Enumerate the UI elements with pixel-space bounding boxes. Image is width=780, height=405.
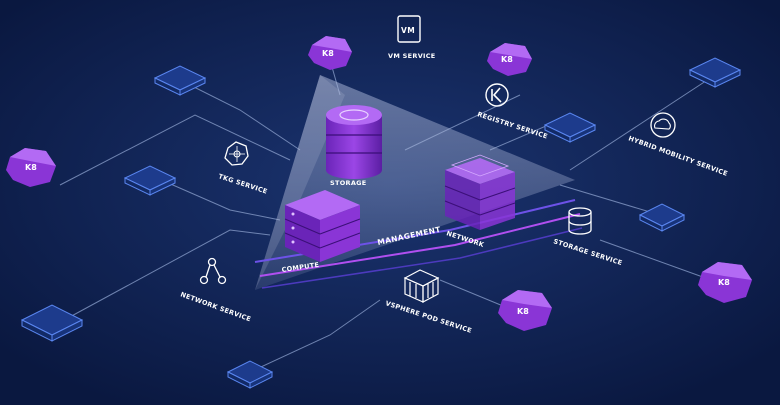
connector-line [179,79,301,151]
network-service-icon [199,257,227,285]
k8-badge: K8 [308,36,352,70]
vm-service-label: VM SERVICE [388,52,436,60]
hybrid-mobility-icon [650,112,676,138]
k8-badge: K8 [498,290,552,331]
svg-text:K8: K8 [517,307,529,316]
connector-line [569,74,716,171]
projection-beam-edge [255,75,345,290]
chip-node [153,65,207,96]
chip-node [543,112,597,143]
k8-badge: K8 [487,43,532,76]
registry-icon [485,83,509,107]
chip-node [20,304,84,342]
network-layer-line [261,227,583,289]
storage-cylinder-icon [326,105,382,179]
svg-text:K8: K8 [501,55,513,64]
vm-icon: VM [397,15,421,43]
compute-layer-line [259,213,581,277]
compute-server-icon [284,190,361,262]
chip-node [123,165,177,196]
storage-service-icon [568,207,592,235]
k8-badge: K8 [698,262,752,303]
chip-node [688,57,742,88]
chip-node [638,203,686,232]
svg-text:VM: VM [401,26,415,35]
connector-line [59,114,291,186]
connector-line [149,174,281,221]
svg-text:K8: K8 [718,278,730,287]
vsphere-pod-icon [403,269,440,303]
tkg-icon [224,141,249,166]
connector-line [249,299,381,373]
network-rack-icon [444,154,516,230]
connector-line [54,229,271,326]
storage-label: STORAGE [330,179,367,187]
k8-badge: K8 [6,148,56,187]
svg-text:K8: K8 [322,49,334,58]
chip-node [226,360,274,389]
svg-text:K8: K8 [25,163,37,172]
connector-line [559,184,661,216]
